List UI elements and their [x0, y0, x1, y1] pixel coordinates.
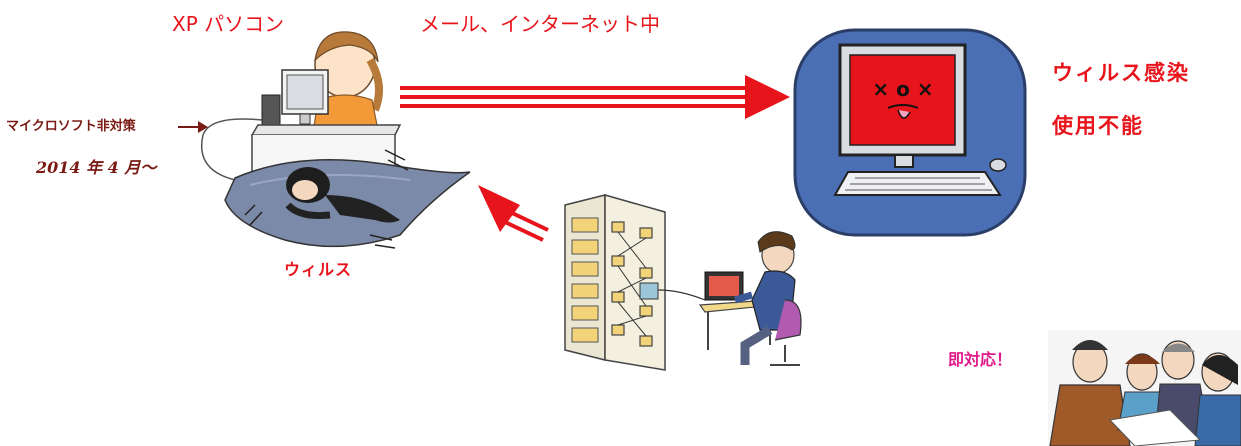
unusable-label: 使用不能 — [1052, 113, 1144, 138]
ms-pointer-arrow — [178, 121, 208, 133]
ms-unsupported-label: マイクロソフト非対策 — [6, 119, 136, 134]
virus-infection-label: ウィルス感染 — [1052, 60, 1190, 85]
infection-arrow — [400, 75, 790, 119]
date-label: 2014 年 4 月～ — [36, 158, 157, 177]
virus-blanket-illustration — [224, 149, 471, 249]
hacker-illustration — [698, 231, 802, 366]
server-rack-illustration — [564, 194, 706, 371]
infected-monitor-icon: × o × — [793, 28, 1027, 237]
meeting-group-illustration — [1048, 330, 1241, 446]
attack-arrow — [478, 185, 549, 242]
xp-pc-label: XP パソコン — [172, 12, 285, 36]
immediate-response-label: 即対応！ — [948, 350, 1013, 369]
office-worker-illustration — [201, 31, 402, 181]
virus-label: ウィルス — [284, 260, 353, 279]
mail-internet-label: メール、インターネット中 — [420, 12, 660, 36]
svg-text:× o ×: × o × — [872, 77, 933, 101]
